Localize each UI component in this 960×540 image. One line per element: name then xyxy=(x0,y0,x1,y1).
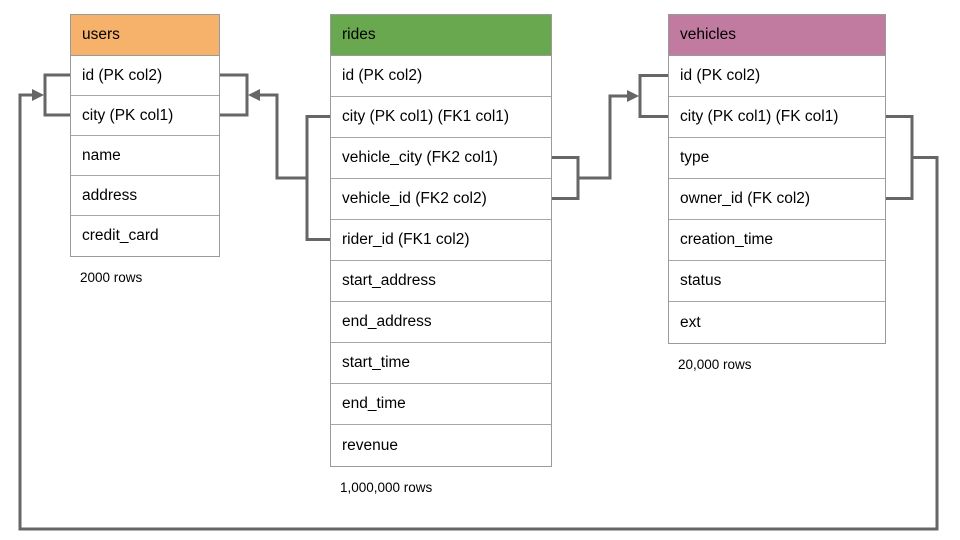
table-row: vehicle_city (FK2 col1) xyxy=(331,138,551,179)
table-row: start_time xyxy=(331,343,551,384)
table-row: city (PK col1) (FK1 col1) xyxy=(331,97,551,138)
arrowhead-into-users-left xyxy=(32,89,44,101)
table-row: city (PK col1) (FK col1) xyxy=(669,97,885,138)
table-rides-row-count: 1,000,000 rows xyxy=(340,480,433,495)
table-row: rider_id (FK1 col2) xyxy=(331,220,551,261)
table-row: end_time xyxy=(331,384,551,425)
table-row: type xyxy=(669,138,885,179)
users-left-key-bracket xyxy=(43,73,70,117)
table-vehicles: vehicles id (PK col2)city (PK col1) (FK … xyxy=(668,14,886,372)
vehicles-fk-bracket xyxy=(886,115,914,200)
table-row: address xyxy=(71,176,219,216)
table-users-row-count: 2000 rows xyxy=(80,270,143,285)
table-row: id (PK col2) xyxy=(669,56,885,97)
table-rides-header: rides xyxy=(331,15,551,56)
table-rides: rides id (PK col2)city (PK col1) (FK1 co… xyxy=(330,14,552,495)
rides-fk1-bracket xyxy=(305,115,330,241)
table-row: owner_id (FK col2) xyxy=(669,179,885,220)
vehicles-left-key-bracket xyxy=(638,74,668,118)
table-row: ext xyxy=(669,302,885,343)
table-row: name xyxy=(71,136,219,176)
arrowhead-into-users-right xyxy=(248,89,260,101)
table-row: start_address xyxy=(331,261,551,302)
rides-fk2-bracket xyxy=(552,156,580,200)
table-row: creation_time xyxy=(669,220,885,261)
rides-fk2-to-vehicles-line xyxy=(578,94,628,180)
rides-fk1-to-users-line xyxy=(259,93,307,180)
table-users-header: users xyxy=(71,15,219,56)
table-vehicles-box: vehicles id (PK col2)city (PK col1) (FK … xyxy=(668,14,886,344)
table-row: id (PK col2) xyxy=(331,56,551,97)
table-row: end_address xyxy=(331,302,551,343)
table-row: credit_card xyxy=(71,216,219,256)
table-rides-columns: id (PK col2)city (PK col1) (FK1 col1)veh… xyxy=(331,56,551,466)
table-vehicles-columns: id (PK col2)city (PK col1) (FK col1)type… xyxy=(669,56,885,343)
arrowhead-into-vehicles-left xyxy=(627,90,639,102)
vehicles-fk-to-users-line xyxy=(18,93,939,531)
table-row: vehicle_id (FK2 col2) xyxy=(331,179,551,220)
table-rides-box: rides id (PK col2)city (PK col1) (FK1 co… xyxy=(330,14,552,467)
table-row: city (PK col1) xyxy=(71,96,219,136)
table-vehicles-row-count: 20,000 rows xyxy=(678,357,752,372)
table-row: status xyxy=(669,261,885,302)
table-row: id (PK col2) xyxy=(71,56,219,96)
table-vehicles-header: vehicles xyxy=(669,15,885,56)
table-row: revenue xyxy=(331,425,551,466)
users-right-key-bracket xyxy=(220,73,249,117)
